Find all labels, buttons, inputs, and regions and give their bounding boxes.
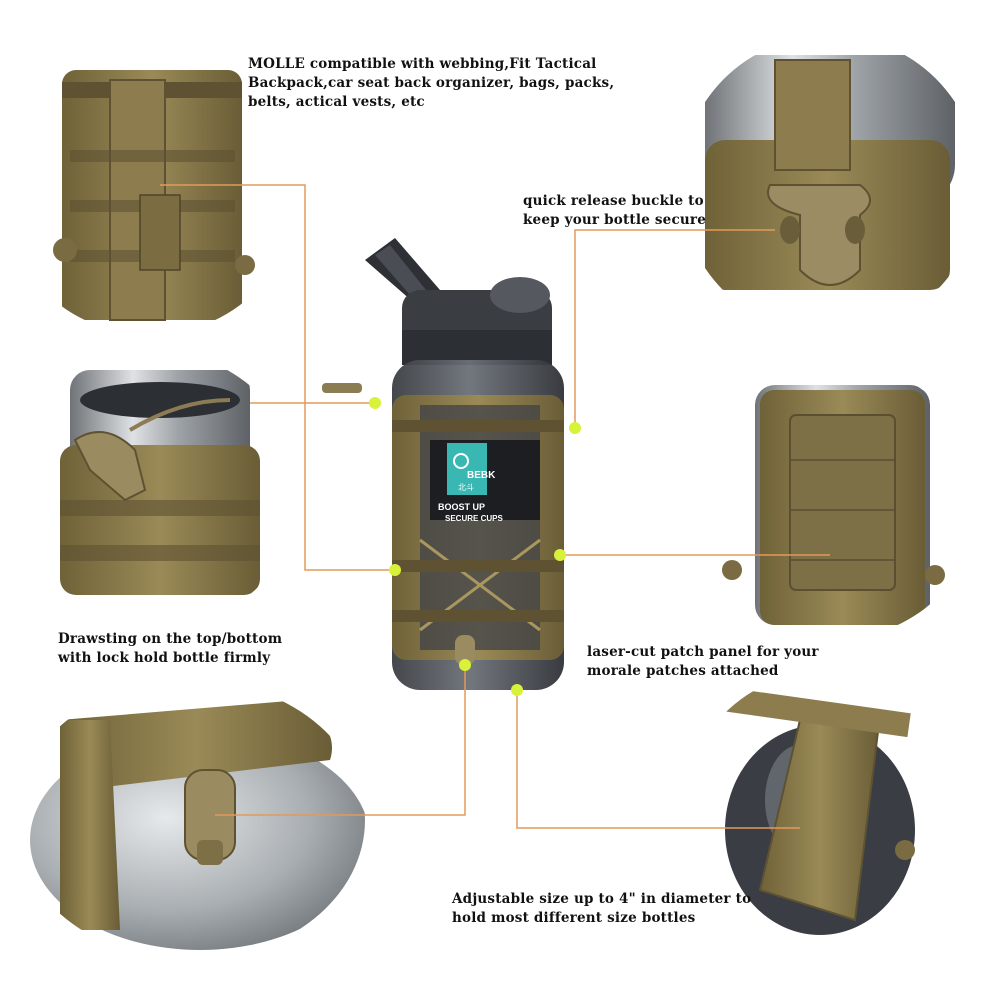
buckle-detail-photo xyxy=(680,35,980,335)
callout-dot-buckle xyxy=(569,422,581,434)
caption-drawstring: Drawsting on the top/bottom with lock ho… xyxy=(58,631,283,666)
drawstring-detail-photo xyxy=(0,350,300,630)
callout-dot-patch xyxy=(554,549,566,561)
main-product-photo: BEBK 北斗 BOOST UP SECURE CUPS xyxy=(322,238,564,690)
callout-dot-adjustable xyxy=(511,684,523,696)
patch-panel-detail-photo xyxy=(680,360,980,640)
callout-dot-drawstring-top xyxy=(369,397,381,409)
bottle-label-line2: SECURE CUPS xyxy=(445,514,503,523)
caption-patch-panel: laser-cut patch panel for your morale pa… xyxy=(587,644,819,679)
callout-dot-molle xyxy=(389,564,401,576)
leader-lines xyxy=(160,184,830,829)
adjustable-strap-detail-photo xyxy=(680,670,980,970)
caption-adjustable: Adjustable size up to 4" in diameter to … xyxy=(452,891,752,926)
bottle-label-line1: BOOST UP xyxy=(438,502,485,512)
caption-buckle: quick release buckle to keep your bottle… xyxy=(523,193,707,228)
bottle-brand-cn-text: 北斗 xyxy=(458,483,474,492)
caption-molle: MOLLE compatible with webbing,Fit Tactic… xyxy=(248,56,615,110)
bottle-brand-text: BEBK xyxy=(467,470,496,481)
bottom-lock-detail-photo xyxy=(15,680,365,960)
callout-dots xyxy=(369,397,581,696)
molle-detail-photo xyxy=(0,35,300,335)
callout-dot-bottom-lock xyxy=(459,659,471,671)
